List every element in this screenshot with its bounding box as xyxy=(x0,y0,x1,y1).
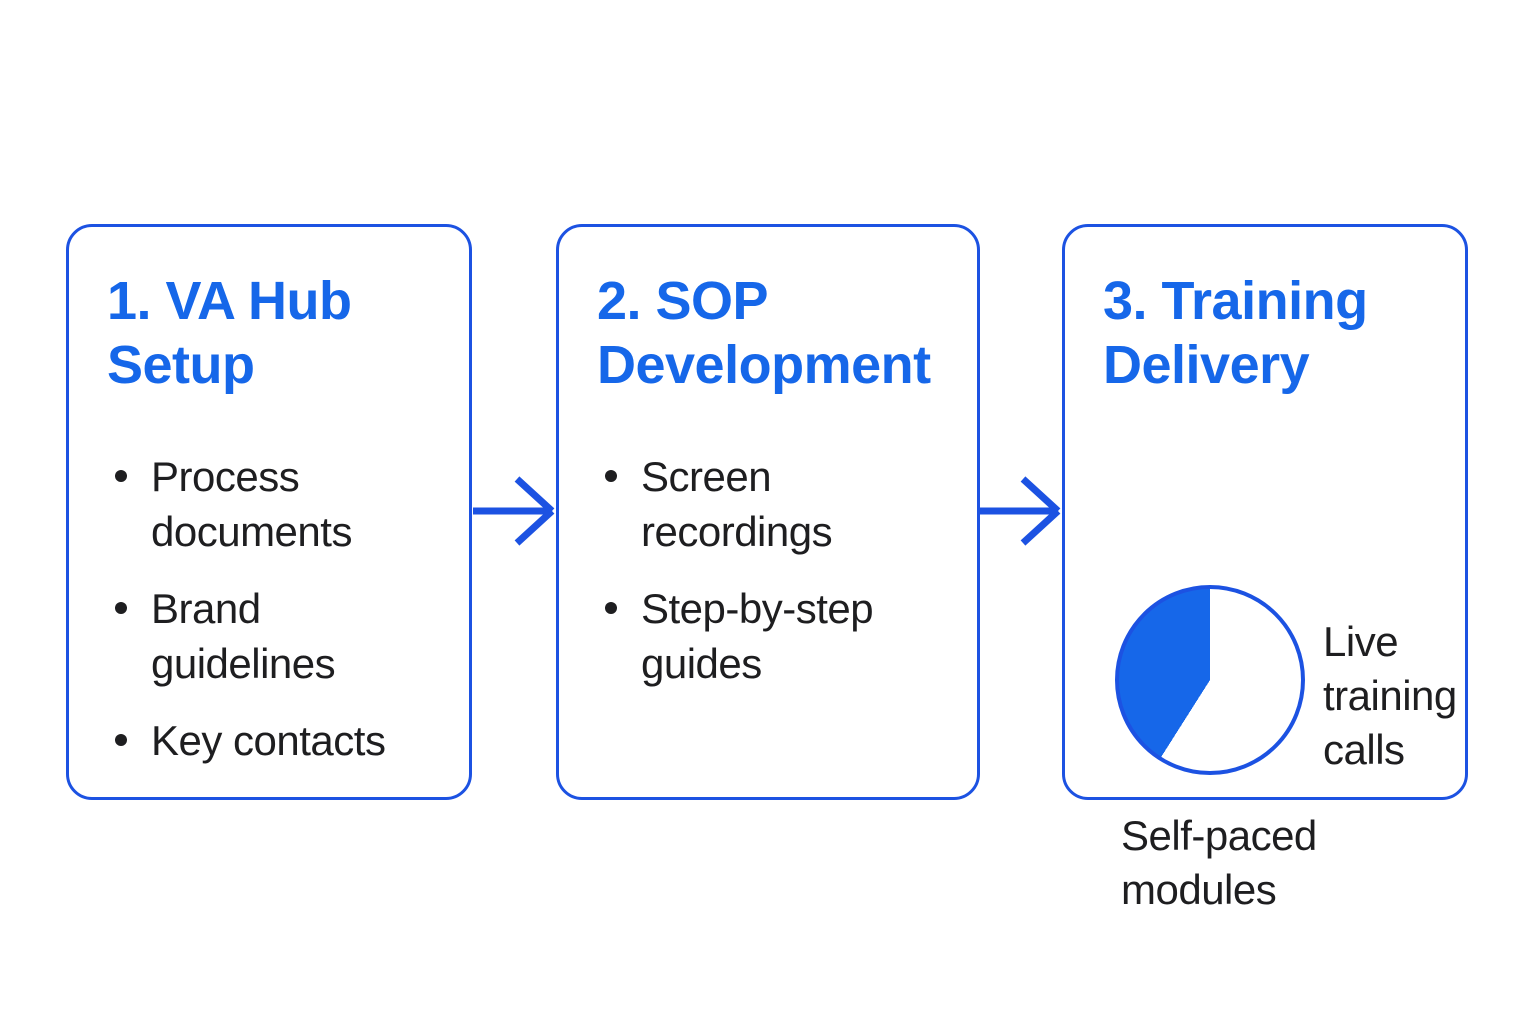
step-title-line: Development xyxy=(597,335,931,395)
bullet-icon xyxy=(115,602,127,614)
bullet-icon xyxy=(605,470,617,482)
step-box-sop-development: 2. SOP Development Screen recordings Ste… xyxy=(556,224,980,800)
arrow-right-icon xyxy=(473,476,555,546)
bullet-item: Step-by-step guides xyxy=(597,581,947,691)
pie-label-self-paced-modules: Self-paced modules xyxy=(1121,812,1317,913)
step-title-line: 2. SOP xyxy=(597,271,769,331)
step-title-va-hub-setup: 1. VA Hub Setup xyxy=(107,269,439,397)
bullet-list-va-hub-setup: Process documents Brand guidelines Key c… xyxy=(107,449,439,768)
step-title-line: Delivery xyxy=(1103,335,1310,395)
bullet-text: Brand guidelines xyxy=(151,585,336,687)
step-title-line: 3. Training xyxy=(1103,271,1368,331)
bullet-text: Key contacts xyxy=(151,717,386,764)
step-title-sop-development: 2. SOP Development xyxy=(597,269,947,397)
bullet-list-sop-development: Screen recordings Step-by-step guides xyxy=(597,449,947,691)
bullet-icon xyxy=(115,734,127,746)
bullet-icon xyxy=(115,470,127,482)
bullet-item: Process documents xyxy=(107,449,439,559)
bullet-icon xyxy=(605,602,617,614)
bullet-item: Key contacts xyxy=(107,713,439,768)
arrow-right-icon xyxy=(979,476,1061,546)
training-pie-chart xyxy=(1115,585,1305,775)
step-box-training-delivery: 3. Training Delivery Live training calls… xyxy=(1062,224,1468,913)
bullet-text: Screen recordings xyxy=(641,453,833,555)
bullet-text: Step-by-step guides xyxy=(641,585,874,687)
flow-arrow xyxy=(978,473,1062,549)
bullet-text: Process documents xyxy=(151,453,352,555)
training-delivery-chart-area: Live training calls Self-paced modules xyxy=(1103,397,1457,925)
bullet-item: Screen recordings xyxy=(597,449,947,559)
step-title-training-delivery: 3. Training Delivery xyxy=(1103,269,1435,397)
flow-arrow xyxy=(472,473,556,549)
step-title-line: Setup xyxy=(107,335,255,395)
pie-label-live-training-calls: Live training calls xyxy=(1323,618,1457,773)
bullet-item: Brand guidelines xyxy=(107,581,439,691)
step-box-va-hub-setup: 1. VA Hub Setup Process documents Brand … xyxy=(66,224,472,800)
step-title-line: 1. VA Hub xyxy=(107,271,352,331)
